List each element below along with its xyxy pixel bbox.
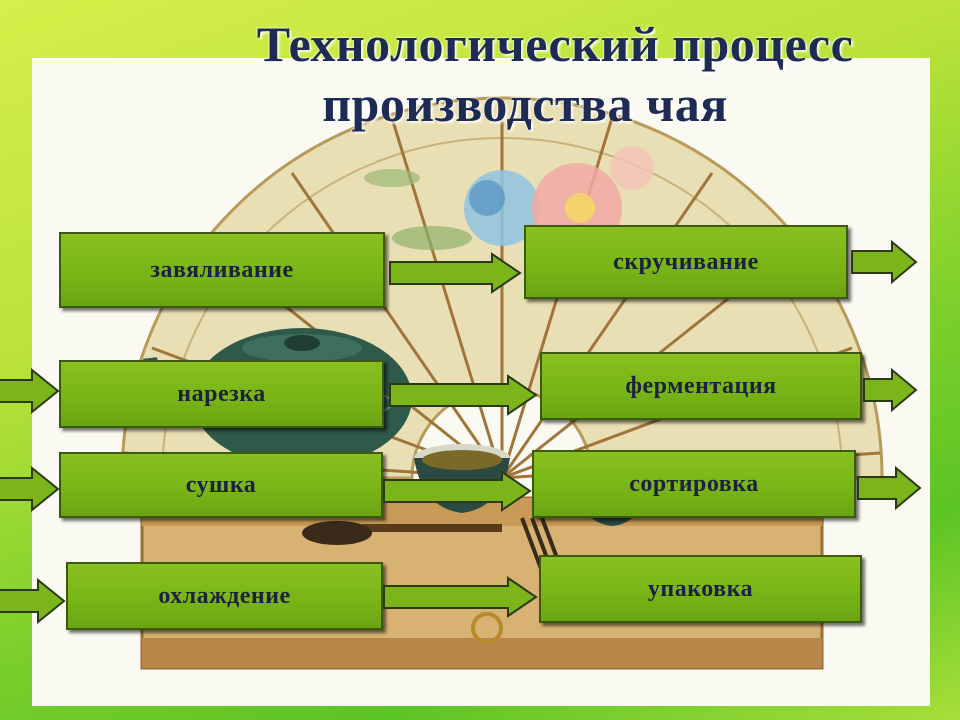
title-line-2: производства чая xyxy=(322,76,728,132)
arrow-right-icon xyxy=(389,252,522,294)
step-fermentation: ферментация xyxy=(540,352,862,420)
slide-title: Технологический процесс производства чая xyxy=(0,14,960,134)
step-packing: упаковка xyxy=(539,555,862,623)
arrow-right-icon xyxy=(0,466,60,512)
step-cutting: нарезка xyxy=(59,360,384,428)
arrow-right-icon xyxy=(851,240,918,284)
step-drying: сушка xyxy=(59,452,383,518)
arrow-right-icon xyxy=(857,466,922,510)
step-cooling: охлаждение xyxy=(66,562,383,630)
arrow-right-icon xyxy=(383,470,532,512)
title-line-1: Технологический процесс xyxy=(256,16,854,72)
arrow-right-icon xyxy=(0,368,60,414)
step-rolling: скручивание xyxy=(524,225,848,299)
arrow-right-icon xyxy=(389,374,538,416)
arrow-right-icon xyxy=(383,576,538,618)
arrow-right-icon xyxy=(863,368,918,412)
arrow-right-icon xyxy=(0,578,66,624)
step-wilting: завяливание xyxy=(59,232,385,308)
step-sorting: сортировка xyxy=(532,450,856,518)
